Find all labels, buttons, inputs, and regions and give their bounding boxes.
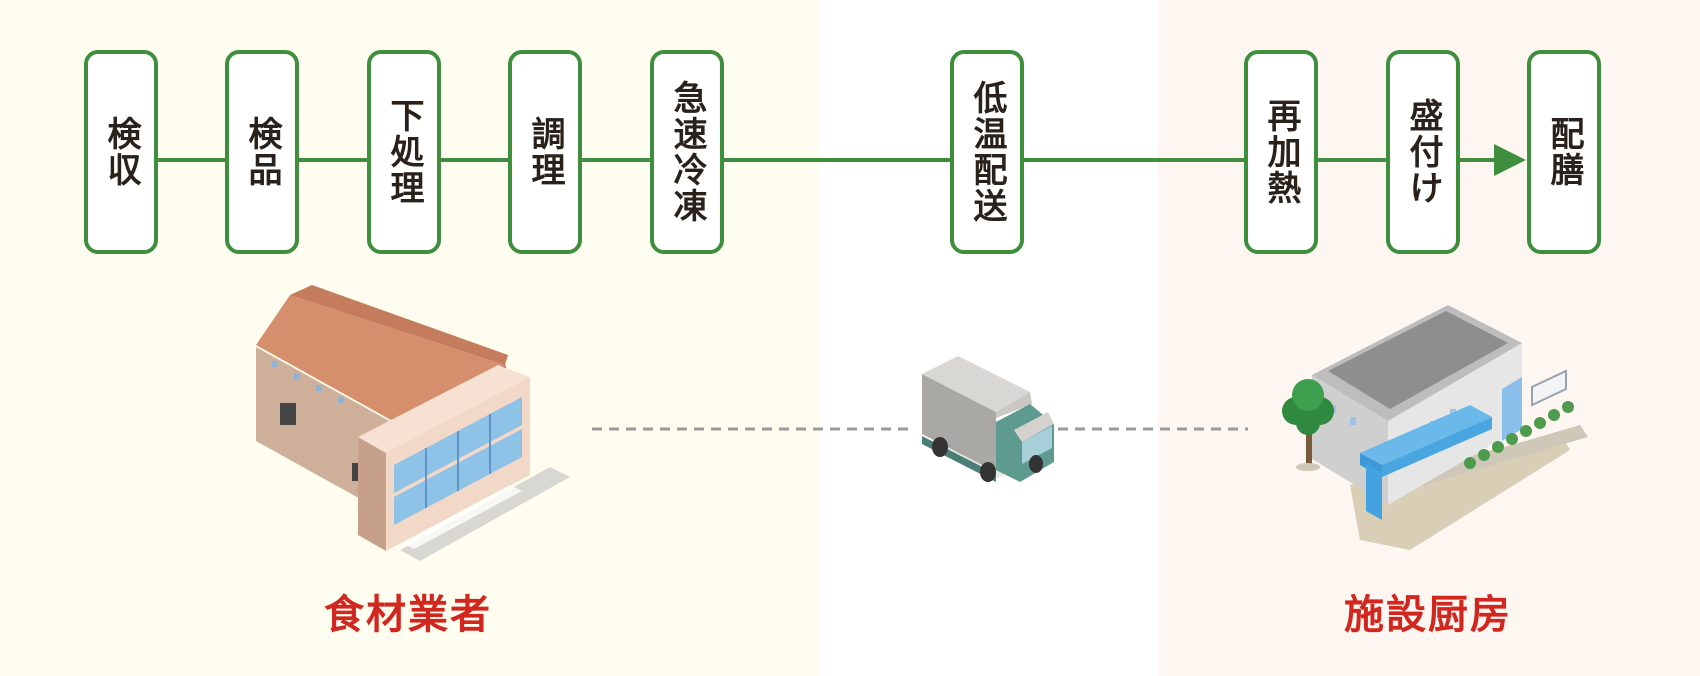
- delivery-truck-icon: [922, 356, 1054, 482]
- step-moritsuke: 盛付け: [1386, 50, 1460, 254]
- step-label: 急速冷凍: [667, 80, 707, 224]
- supplier-label: 食材業者: [324, 592, 492, 638]
- step-kyusoku-reitou: 急速冷凍: [650, 50, 724, 254]
- step-label: 調理: [525, 116, 565, 188]
- step-kenpin: 検品: [225, 50, 299, 254]
- step-label: 下処理: [384, 98, 424, 206]
- step-label: 再加熱: [1261, 98, 1301, 206]
- facility-label: 施設厨房: [1344, 592, 1512, 638]
- step-label: 盛付け: [1403, 98, 1443, 206]
- step-label: 配膳: [1544, 116, 1584, 188]
- step-label: 検収: [101, 116, 141, 188]
- step-kenshu: 検収: [84, 50, 158, 254]
- step-label: 低温配送: [967, 80, 1007, 224]
- factory-building-icon: [256, 285, 570, 561]
- step-teion-haisou: 低温配送: [950, 50, 1024, 254]
- step-label: 検品: [242, 116, 282, 188]
- step-saikanetsu: 再加熱: [1244, 50, 1318, 254]
- step-shitashori: 下処理: [367, 50, 441, 254]
- arrow-head-icon: [1494, 144, 1526, 176]
- facility-kitchen-building-icon: [1282, 305, 1588, 550]
- step-haizen: 配膳: [1527, 50, 1601, 254]
- step-chouri: 調理: [508, 50, 582, 254]
